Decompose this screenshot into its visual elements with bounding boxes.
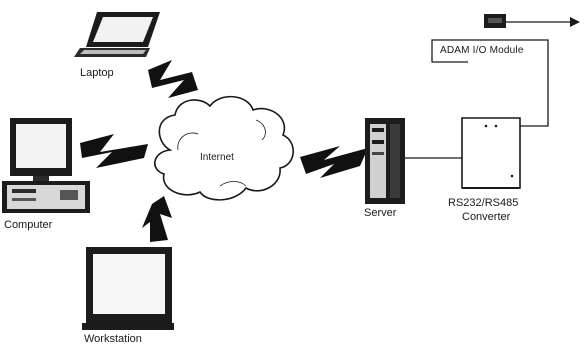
cloud-icon	[155, 97, 293, 200]
converter-box-icon	[462, 118, 520, 188]
module-output-arrow	[570, 17, 580, 27]
converter-label-line2: Converter	[462, 211, 510, 223]
desktop-computer-icon	[2, 118, 90, 213]
laptop-link-bolt	[148, 60, 198, 98]
server-link-bolt	[300, 146, 368, 178]
server-label: Server	[364, 207, 396, 219]
computer-label: Computer	[4, 219, 52, 231]
server-tower-icon	[365, 118, 405, 204]
workstation-link-bolt	[142, 196, 172, 242]
laptop-label: Laptop	[80, 67, 114, 79]
internet-label: Internet	[200, 152, 234, 164]
io-module-icon	[484, 14, 506, 28]
workstation-icon	[82, 247, 174, 330]
module-label: ADAM I/O Module	[440, 45, 524, 57]
computer-link-bolt	[80, 134, 148, 168]
laptop-icon	[74, 12, 160, 57]
converter-label-line1: RS232/RS485	[448, 197, 518, 209]
workstation-label: Workstation	[84, 333, 142, 345]
